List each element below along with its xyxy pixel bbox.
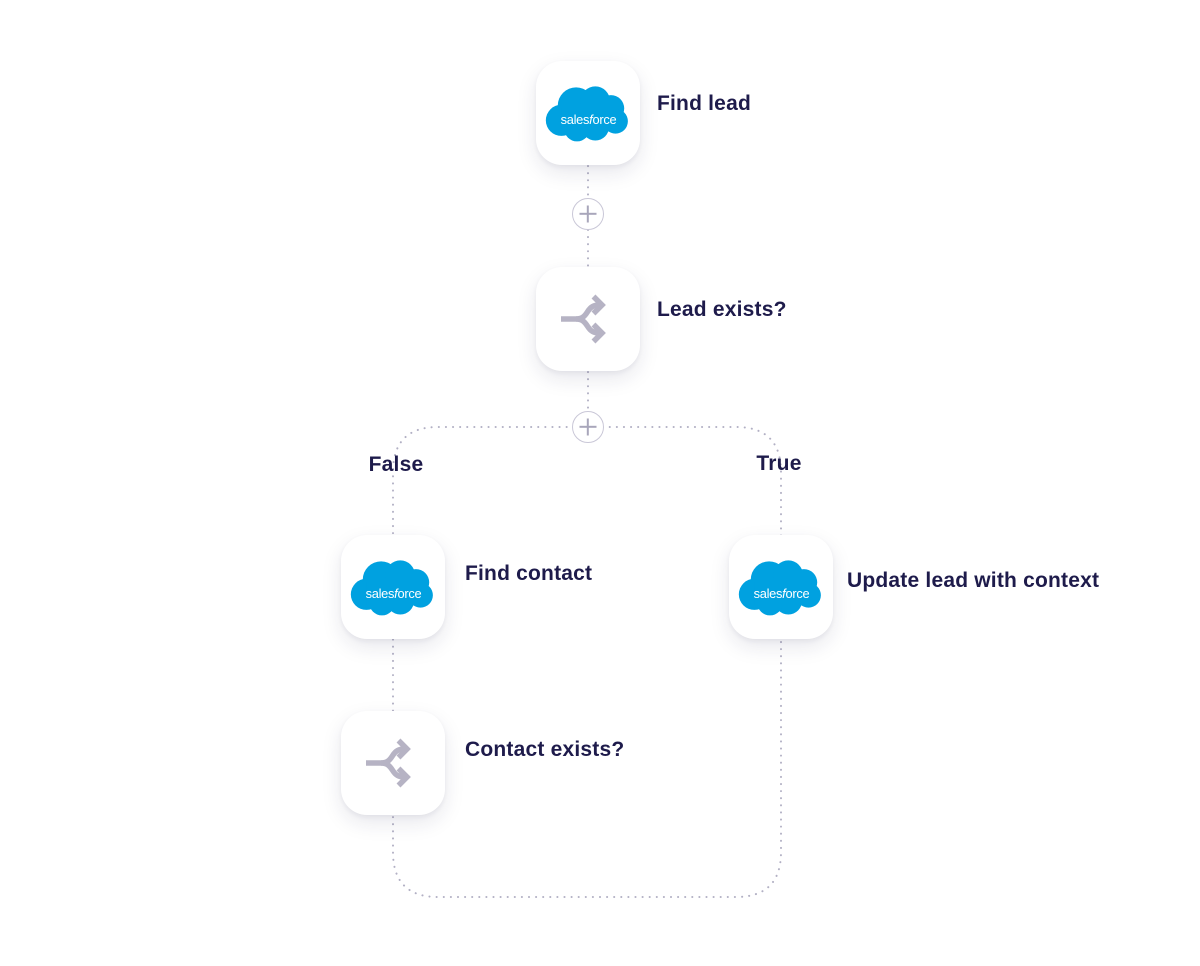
salesforce-wordmark: salesforce (561, 112, 617, 127)
node-label-find-lead: Find lead (657, 92, 751, 115)
plus-icon (573, 412, 603, 442)
salesforce-wordmark: salesforce (754, 586, 810, 601)
node-label-lead-exists: Lead exists? (657, 298, 787, 321)
node-card-find-lead[interactable]: salesforce (536, 61, 640, 165)
add-step-button-1[interactable] (572, 198, 604, 230)
salesforce-icon: salesforce (738, 560, 821, 616)
salesforce-wordmark: salesforce (366, 586, 422, 601)
node-card-update-lead-with-context[interactable]: salesforce (729, 535, 833, 639)
branch-label-true: True (756, 452, 802, 475)
node-card-lead-exists[interactable] (536, 267, 640, 371)
node-label-update-lead-with-context: Update lead with context (847, 569, 1100, 592)
branch-icon (366, 738, 411, 788)
plus-icon (573, 199, 603, 229)
branch-label-false: False (368, 453, 424, 476)
node-card-find-contact[interactable]: salesforce (341, 535, 445, 639)
salesforce-icon: salesforce (545, 86, 628, 142)
connector-branch-loop (392, 426, 782, 898)
add-step-button-2[interactable] (572, 411, 604, 443)
branch-icon (561, 294, 606, 344)
salesforce-icon: salesforce (350, 560, 433, 616)
node-label-contact-exists: Contact exists? (465, 738, 625, 761)
node-card-contact-exists[interactable] (341, 711, 445, 815)
node-label-find-contact: Find contact (465, 562, 593, 585)
